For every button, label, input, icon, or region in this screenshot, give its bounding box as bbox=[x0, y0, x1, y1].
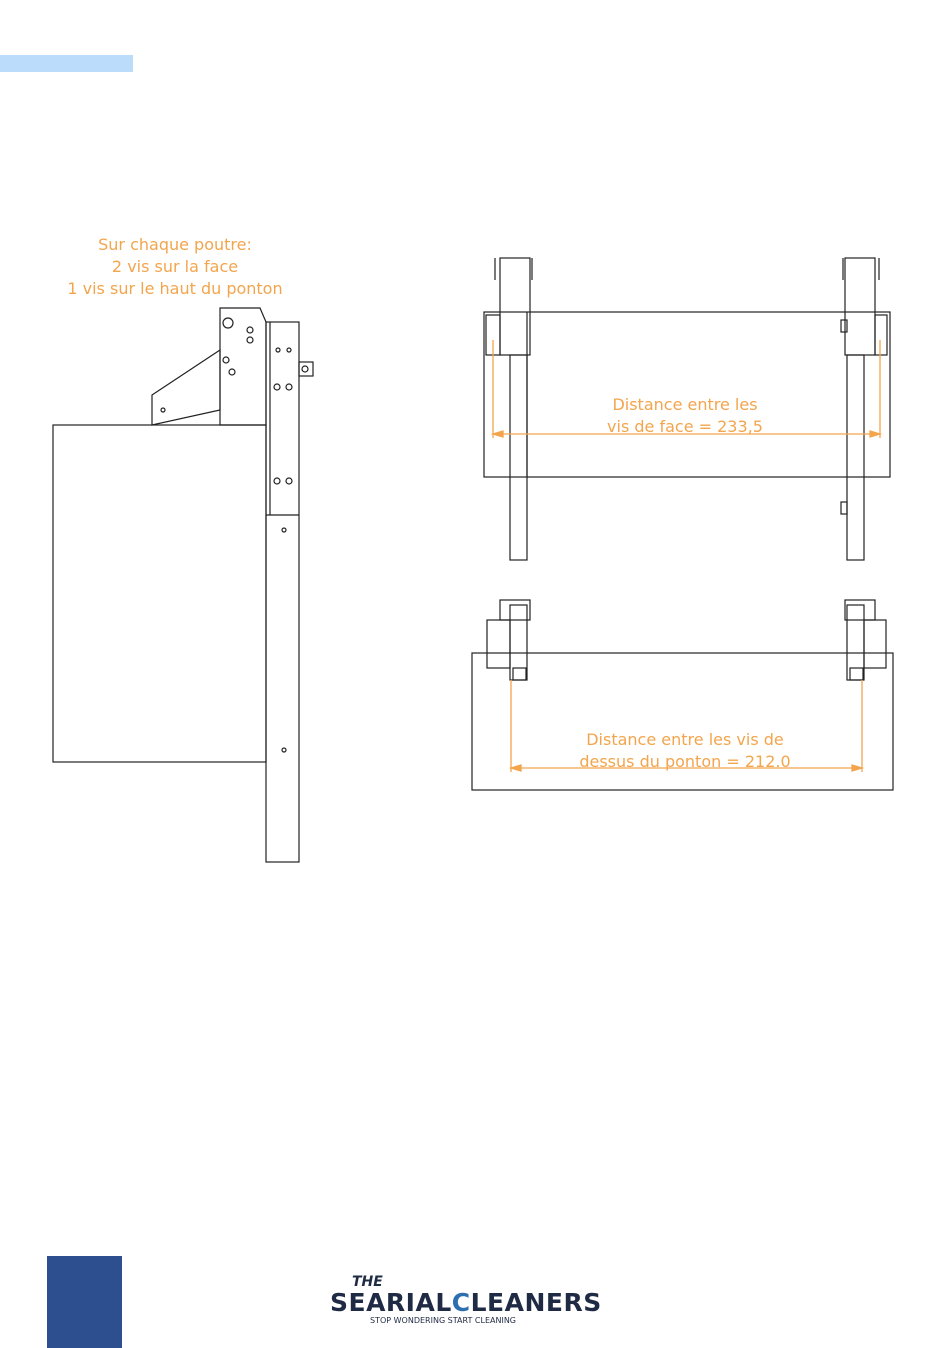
footer-accent-block bbox=[47, 1256, 122, 1348]
caption-line: Sur chaque poutre: bbox=[40, 234, 310, 256]
top-view-caption: Distance entre les vis de dessus du pont… bbox=[540, 729, 830, 773]
logo-wordmark: SEARIALCLEANERS bbox=[330, 1288, 602, 1317]
caption-line: vis de face = 233,5 bbox=[560, 416, 810, 438]
beam-front-right bbox=[847, 355, 864, 560]
brand-logo: THE SEARIALCLEANERS STOP WONDERING START… bbox=[330, 1276, 630, 1336]
logo-c-glyph: C bbox=[452, 1288, 471, 1317]
side-view-caption: Sur chaque poutre: 2 vis sur la face 1 v… bbox=[40, 234, 310, 300]
logo-tagline: STOP WONDERING START CLEANING bbox=[370, 1316, 516, 1325]
beam-side bbox=[266, 322, 299, 862]
caption-line: dessus du ponton = 212.0 bbox=[540, 751, 830, 773]
caption-line: Distance entre les bbox=[560, 394, 810, 416]
caption-line: 1 vis sur le haut du ponton bbox=[40, 278, 310, 300]
logo-part-1: SEARIAL bbox=[330, 1288, 452, 1317]
caption-line: 2 vis sur la face bbox=[40, 256, 310, 278]
logo-part-2: LEANERS bbox=[471, 1288, 602, 1317]
beam-front-left bbox=[510, 355, 527, 560]
caption-line: Distance entre les vis de bbox=[540, 729, 830, 751]
side-view-drawing bbox=[53, 308, 313, 862]
front-view-caption: Distance entre les vis de face = 233,5 bbox=[560, 394, 810, 438]
pontoon-side bbox=[53, 425, 266, 762]
